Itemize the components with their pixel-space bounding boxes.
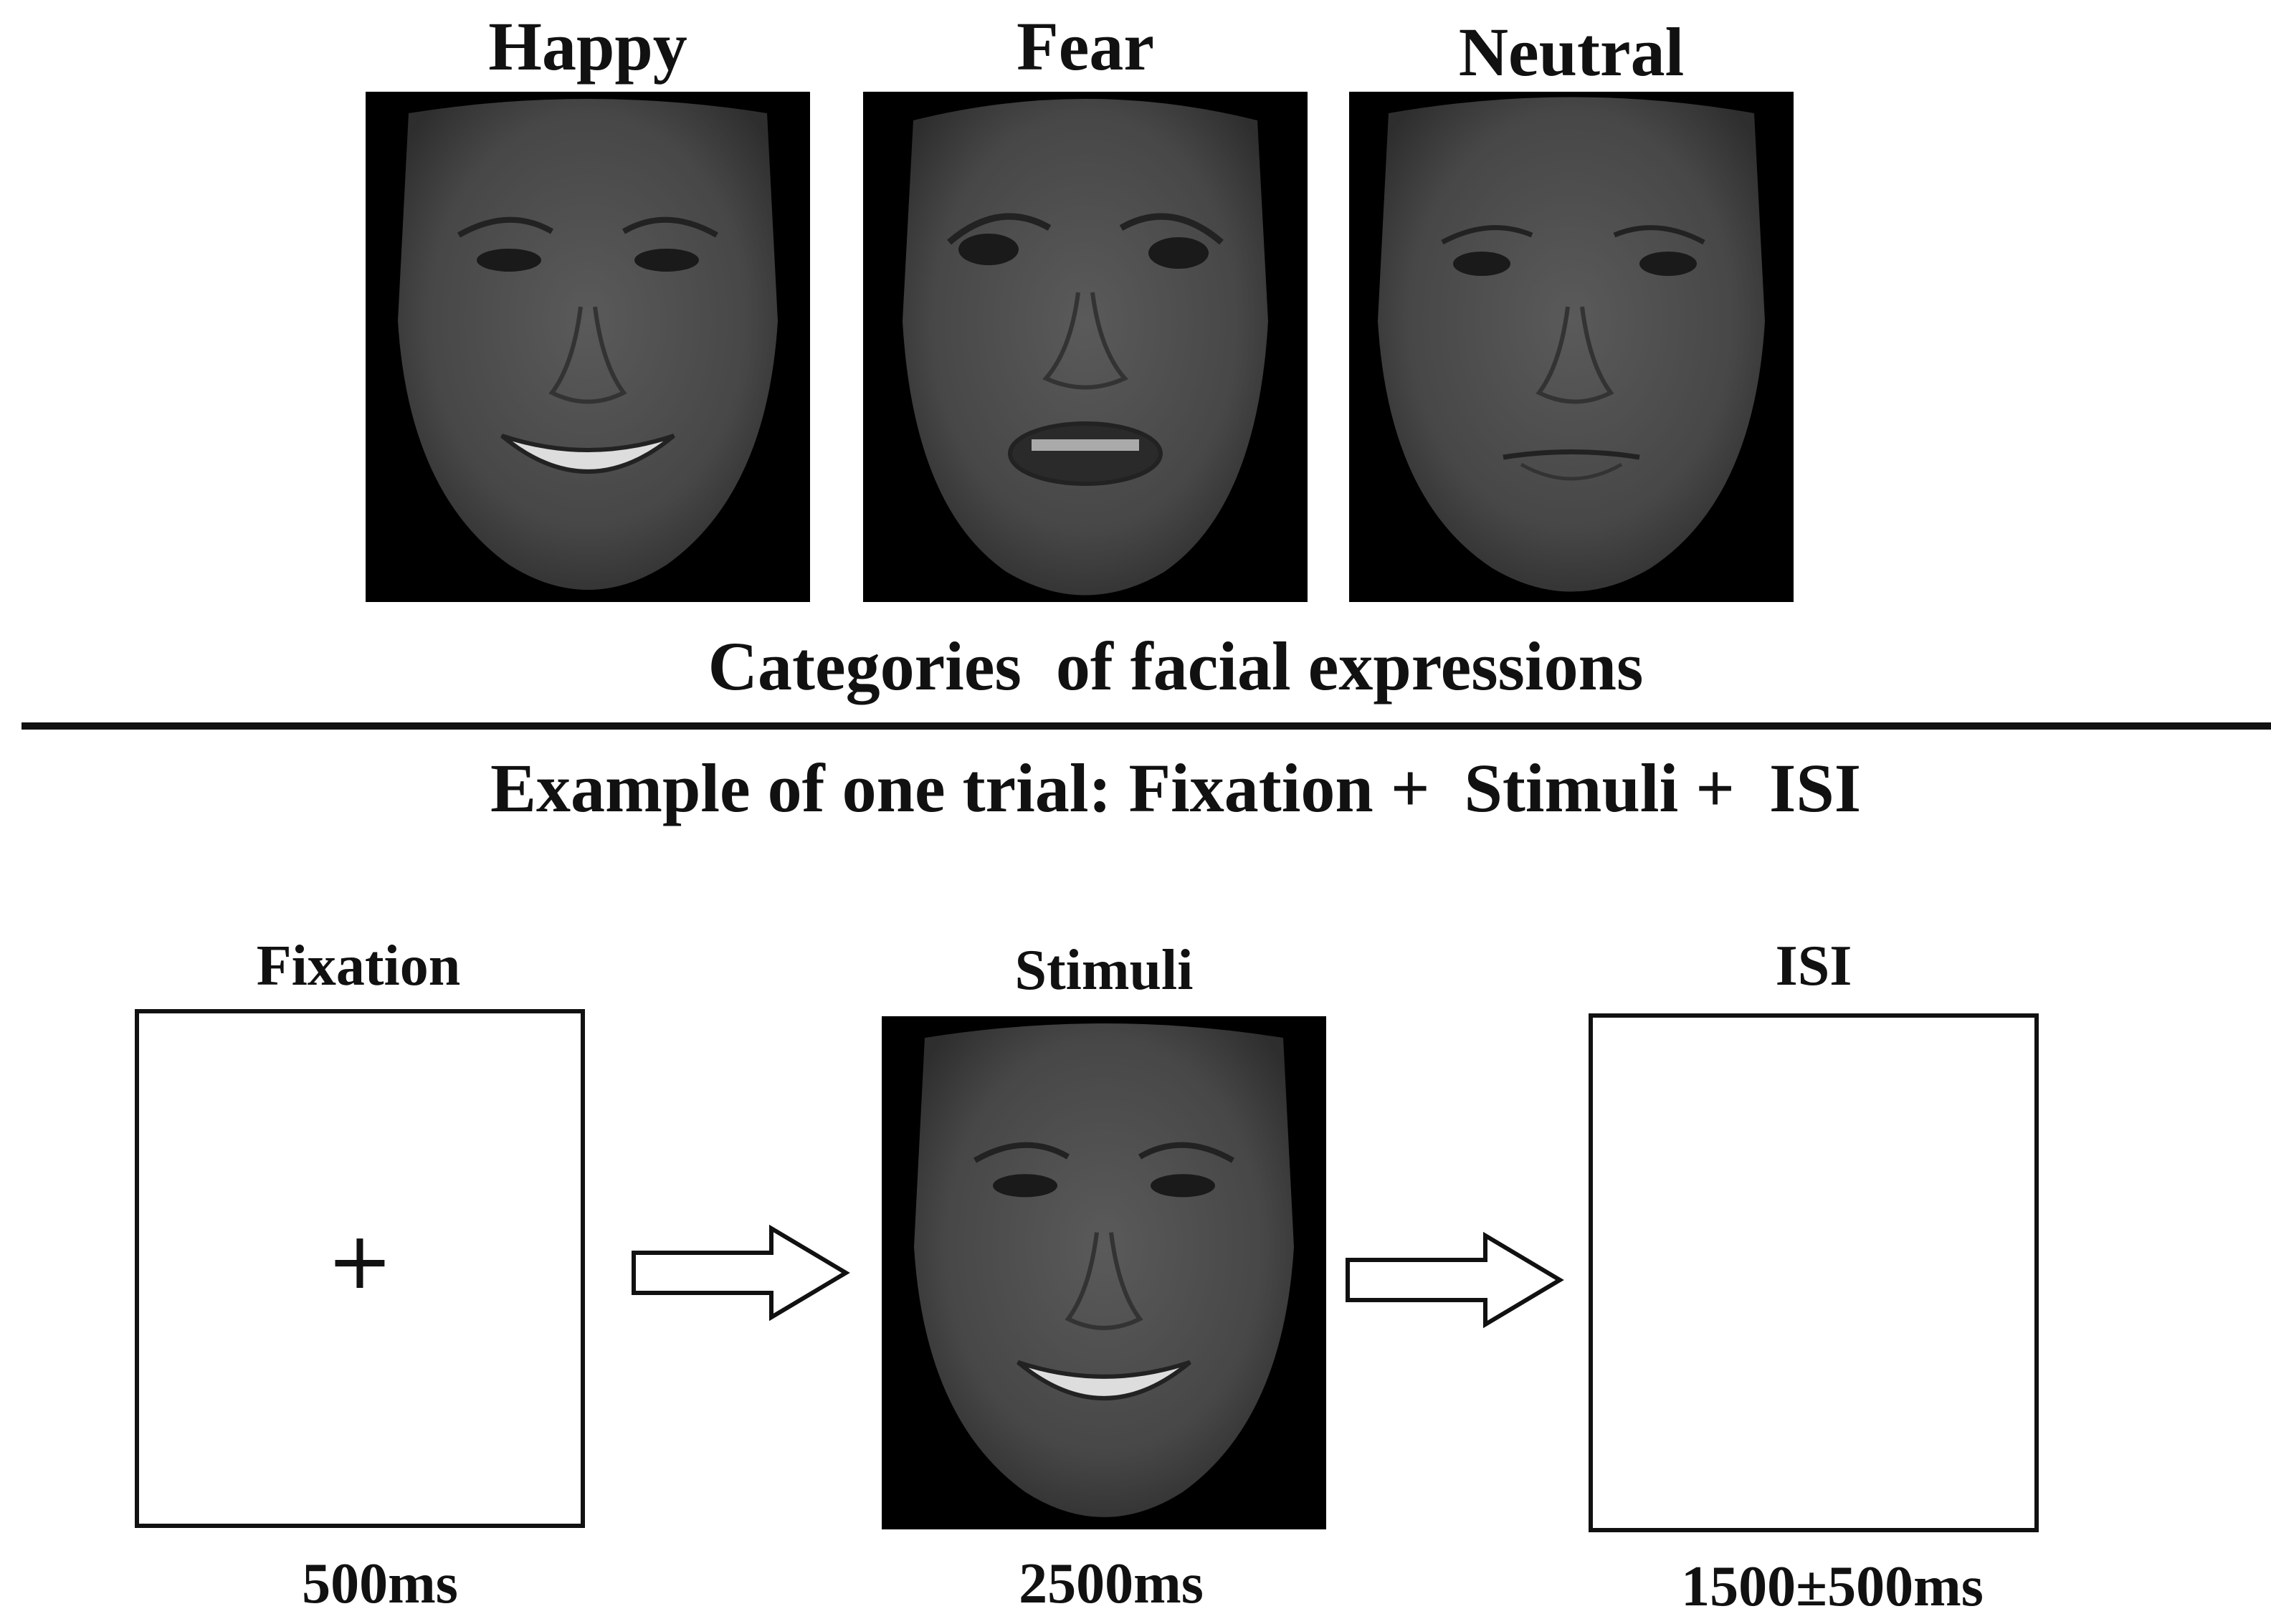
step-label-fixation: Fixation (256, 935, 461, 998)
fixation-cross: + (326, 1215, 394, 1307)
trial-example-title: Example of one trial: Fixation + Stimuli… (490, 750, 1862, 826)
stimulus-face-image (882, 1016, 1326, 1529)
stimuli-duration: 2500ms (1019, 1552, 1204, 1615)
arrow-right-icon (632, 1224, 850, 1322)
face-label-happy: Happy (488, 8, 687, 85)
fixation-screen: + (135, 1009, 585, 1528)
step-label-isi: ISI (1775, 935, 1852, 998)
happy-face-image (366, 92, 810, 602)
section-divider (22, 722, 2271, 730)
step-label-stimuli: Stimuli (1014, 939, 1194, 1002)
isi-blank-screen (1589, 1013, 2039, 1532)
neutral-face-image (1349, 92, 1794, 602)
fear-face-image (863, 92, 1308, 602)
face-label-neutral: Neutral (1458, 14, 1685, 90)
fixation-duration: 500ms (302, 1552, 458, 1615)
isi-duration: 1500±500ms (1681, 1555, 1984, 1618)
categories-caption: Categories of facial expressions (708, 628, 1644, 704)
arrow-right-icon (1346, 1231, 1564, 1329)
face-label-fear: Fear (1017, 8, 1154, 85)
